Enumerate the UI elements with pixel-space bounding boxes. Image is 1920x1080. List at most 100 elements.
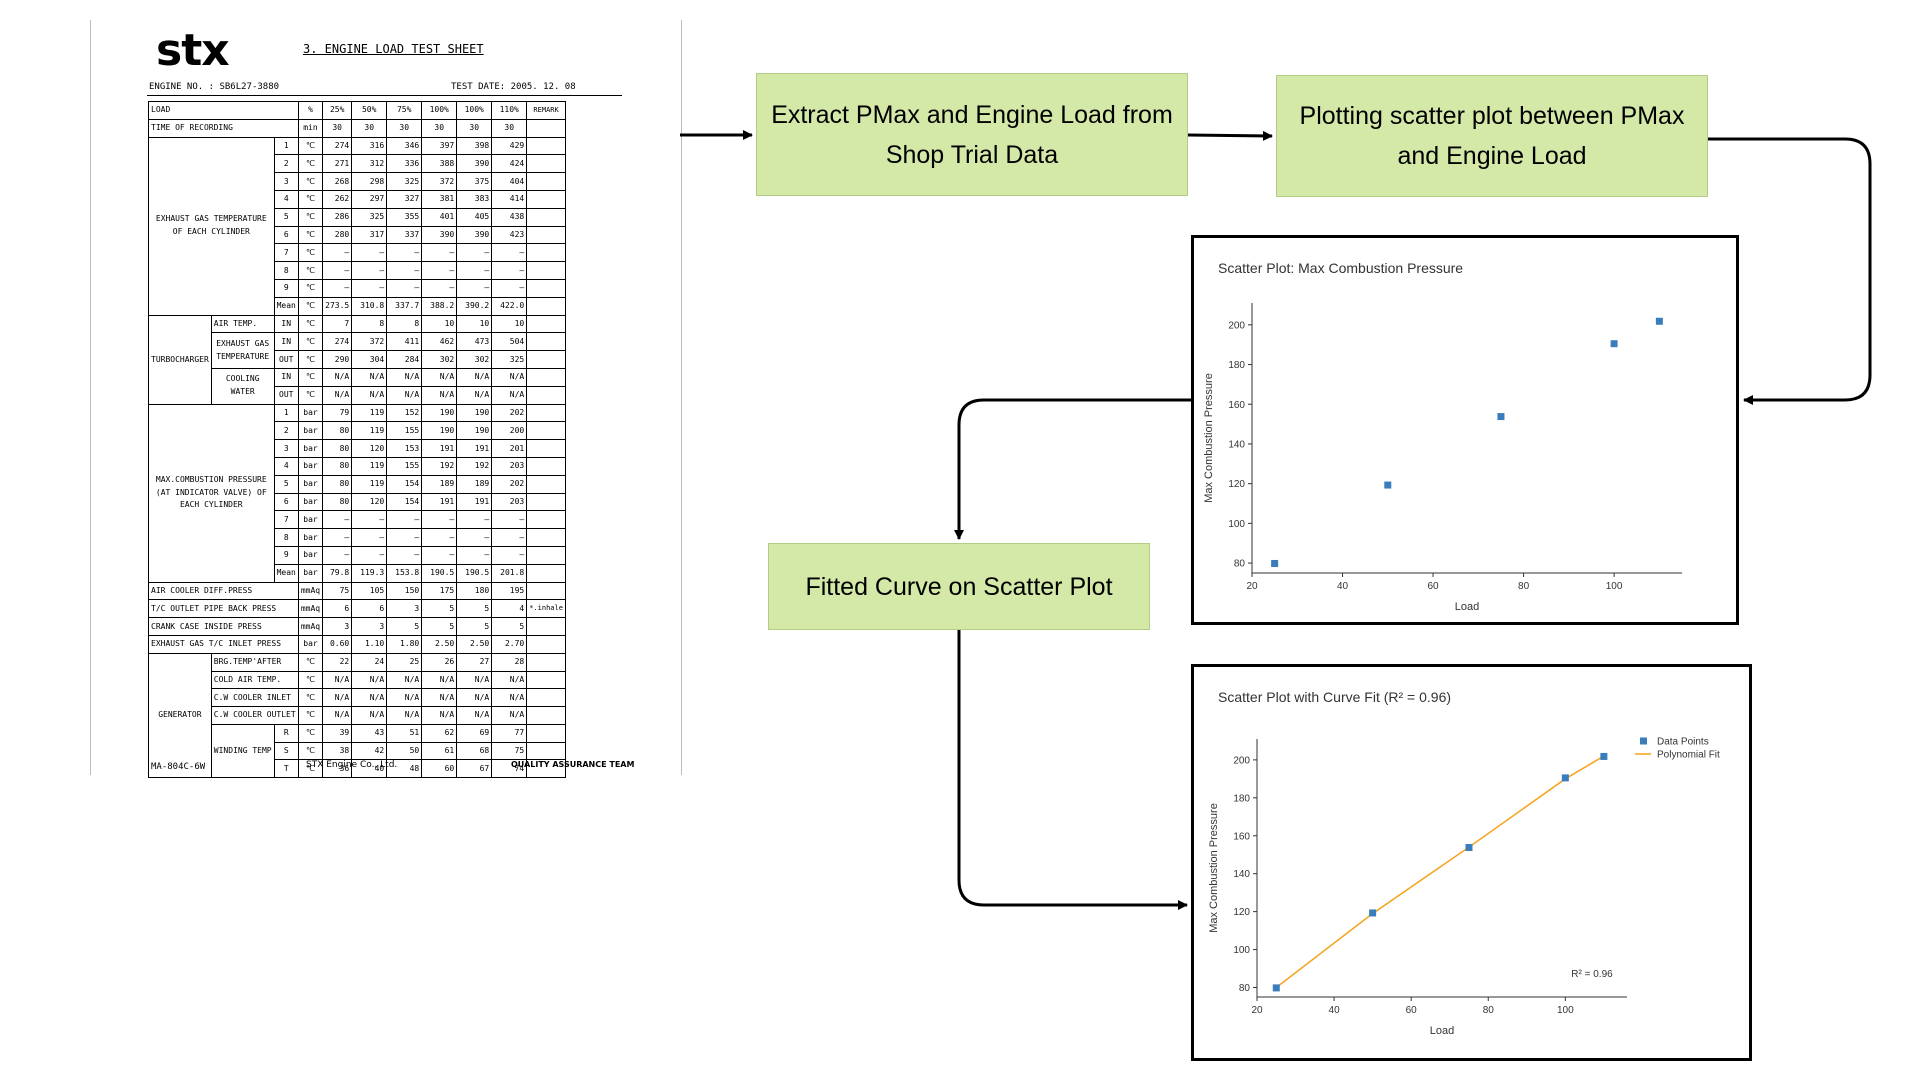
test-date: TEST DATE: 2005. 12. 08 <box>451 82 576 92</box>
y-tick-label: 100 <box>1233 945 1250 956</box>
data-point <box>1271 559 1279 567</box>
table-cell: N/A <box>322 670 353 690</box>
arrow-plot-to-scatter <box>1708 137 1872 405</box>
arrow-scatter-to-fit <box>954 398 1191 540</box>
table-cell: 60 <box>421 759 458 779</box>
table-cell: 36 <box>322 759 353 779</box>
chart-title: Scatter Plot with Curve Fit (R² = 0.96) <box>1218 689 1451 705</box>
company-name: STX Engine Co., Ltd. <box>306 760 398 770</box>
data-point <box>1384 481 1392 489</box>
row-label: TURBOCHARGER <box>148 314 212 405</box>
x-axis-label: Load <box>1455 601 1479 613</box>
table-cell: ℃ <box>297 759 324 779</box>
table-cell: 203 <box>491 492 528 512</box>
x-tick-label: 60 <box>1427 581 1439 592</box>
table-cell: 80 <box>322 456 353 476</box>
data-point <box>1610 340 1618 348</box>
table-cell: 268 <box>322 172 353 191</box>
engine-no-value: SB6L27-3880 <box>219 82 280 92</box>
table-cell: ℃ <box>297 278 324 298</box>
fit-step-box: Fitted Curve on Scatter Plot <box>768 543 1150 630</box>
x-axis-label: Load <box>1430 1025 1454 1037</box>
stx-logo: stx <box>156 25 230 76</box>
table-cell: 195 <box>491 581 528 601</box>
curve-fit-panel: Scatter Plot with Curve Fit (R² = 0.96)2… <box>1191 664 1752 1061</box>
data-point <box>1600 752 1608 760</box>
extract-step-label: Extract PMax and Engine Load from Shop T… <box>771 100 1173 169</box>
test-date-value: 2005. 12. 08 <box>510 82 576 92</box>
table-cell: ℃ <box>297 172 324 191</box>
y-axis-label: Max Combustion Pressure <box>1203 373 1215 503</box>
fit-step-label: Fitted Curve on Scatter Plot <box>805 572 1113 601</box>
table-cell: 22 <box>322 652 353 672</box>
table-cell: % <box>297 101 324 120</box>
x-tick-label: 100 <box>1557 1005 1574 1016</box>
table-cell: 422.0 <box>491 296 528 316</box>
legend-entry: Polynomial Fit <box>1657 750 1720 761</box>
table-cell: 80 <box>322 421 353 441</box>
data-point <box>1272 984 1280 992</box>
row-label: MAX.COMBUSTION PRESSURE (AT INDICATOR VA… <box>148 403 275 583</box>
y-tick-label: 180 <box>1228 360 1245 371</box>
y-tick-label: 120 <box>1233 907 1250 918</box>
y-tick-label: 180 <box>1233 793 1250 804</box>
table-cell: 75 <box>322 581 353 601</box>
data-point <box>1497 413 1505 421</box>
table-cell: 274 <box>322 332 353 352</box>
x-tick-label: 80 <box>1483 1005 1495 1016</box>
table-row: 8℃—————— <box>149 261 608 280</box>
table-cell: bar <box>297 492 324 512</box>
r-squared-annotation: R² = 0.96 <box>1571 969 1613 980</box>
table-cell: WINDING TEMP <box>210 723 275 779</box>
extract-step-box: Extract PMax and Engine Load from Shop T… <box>756 73 1188 196</box>
table-cell: N/A <box>322 385 353 405</box>
table-row: 9℃—————— <box>149 278 608 298</box>
scatter-step-box: Plotting scatter plot between PMax and E… <box>1276 75 1708 197</box>
data-point <box>1561 774 1569 782</box>
scatter-step-label: Plotting scatter plot between PMax and E… <box>1299 102 1685 170</box>
y-tick-label: 80 <box>1234 559 1246 570</box>
engine-no-label: ENGINE NO. : <box>149 82 215 92</box>
table-row: 7℃—————— <box>149 243 608 263</box>
table-row: LOAD%25%50%75%100%100%110%REMARK <box>148 101 608 120</box>
header-rule <box>147 95 622 96</box>
y-tick-label: 140 <box>1228 439 1245 450</box>
table-cell: ℃ <box>297 670 324 690</box>
y-tick-label: 200 <box>1228 320 1245 331</box>
y-tick-label: 140 <box>1233 869 1250 880</box>
data-point <box>1465 844 1473 852</box>
engine-number: ENGINE NO. : SB6L27-3880 <box>149 82 279 92</box>
y-tick-label: 160 <box>1233 831 1250 842</box>
table-row: MAX.COMBUSTION PRESSURE (AT INDICATOR VA… <box>148 403 608 583</box>
form-number: MA-804C-6W <box>151 762 206 772</box>
test-date-label: TEST DATE: <box>451 82 506 92</box>
legend-entry: Data Points <box>1657 737 1709 748</box>
curve-fit-plot: Scatter Plot with Curve Fit (R² = 0.96)2… <box>1208 689 1720 1037</box>
table-cell: 28 <box>491 652 528 672</box>
table-cell: 67 <box>456 759 493 779</box>
y-tick-label: 120 <box>1228 479 1245 490</box>
x-tick-label: 20 <box>1246 581 1258 592</box>
data-point <box>1655 317 1663 325</box>
x-tick-label: 40 <box>1329 1005 1341 1016</box>
table-cell: 80 <box>322 492 353 512</box>
legend-point-swatch <box>1640 737 1647 745</box>
